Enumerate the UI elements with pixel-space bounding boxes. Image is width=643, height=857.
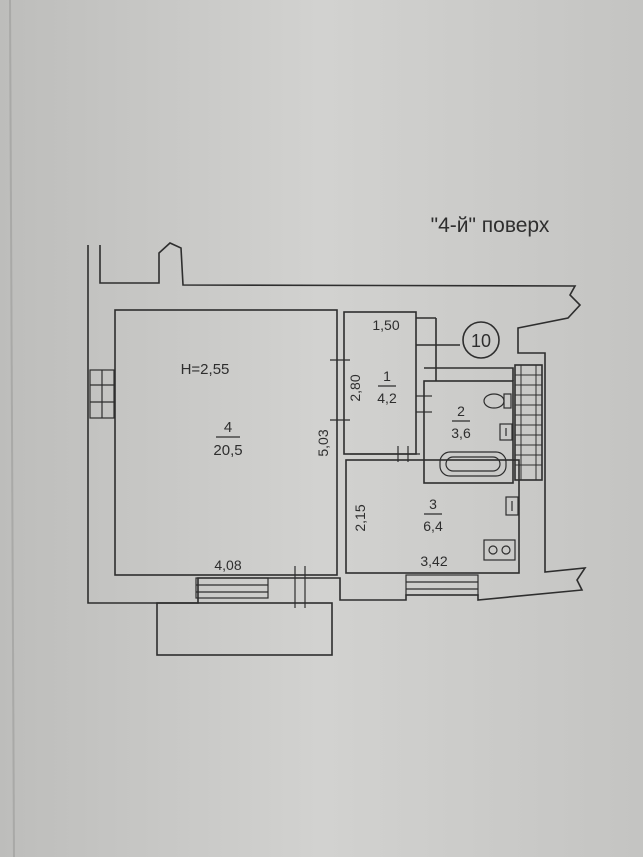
ventilation-shaft [514,364,543,481]
page-fold [9,0,15,857]
ventilation-shaft-hatching [515,365,542,480]
bathroom-fixtures [439,393,513,477]
windows [89,369,479,608]
entrance-wall [416,317,514,381]
room-3-area: 6,4 [423,518,443,534]
bathtub [439,451,507,477]
doors [330,359,432,462]
window-room-4 [195,577,269,599]
room-1-number: 1 [383,368,391,384]
floor-label: "4-й" поверх [431,214,550,237]
outer-wall [87,242,587,604]
apartment-number: 10 [471,331,491,351]
toilet [499,423,513,441]
dimension-hall-height: 2,80 [347,374,363,401]
room-number-lines [216,385,470,515]
room-1-area: 4,2 [377,390,397,406]
room-2-area: 3,6 [451,425,471,441]
room-4-number: 4 [224,419,232,436]
room-3-outline [345,459,520,574]
dimension-kitchen-width: 3,42 [420,553,447,569]
dimension-room-4-width: 4,08 [214,557,241,573]
dimension-hall-width: 1,50 [372,317,399,333]
window-kitchen [405,574,479,596]
dimension-room-4-height: 5,03 [315,429,331,456]
dimension-kitchen-height: 2,15 [352,504,368,531]
room-4-outline [114,309,338,576]
room-4-area: 20,5 [213,442,242,459]
room-2-number: 2 [457,403,465,419]
ceiling-height: H=2,55 [181,361,230,378]
balcony [156,602,333,656]
apartment-number-circle [462,321,500,359]
room-3-number: 3 [429,496,437,512]
sink [505,496,519,516]
stove [483,539,516,561]
kitchen-fixtures [483,496,519,561]
room-2-outline [423,380,514,484]
